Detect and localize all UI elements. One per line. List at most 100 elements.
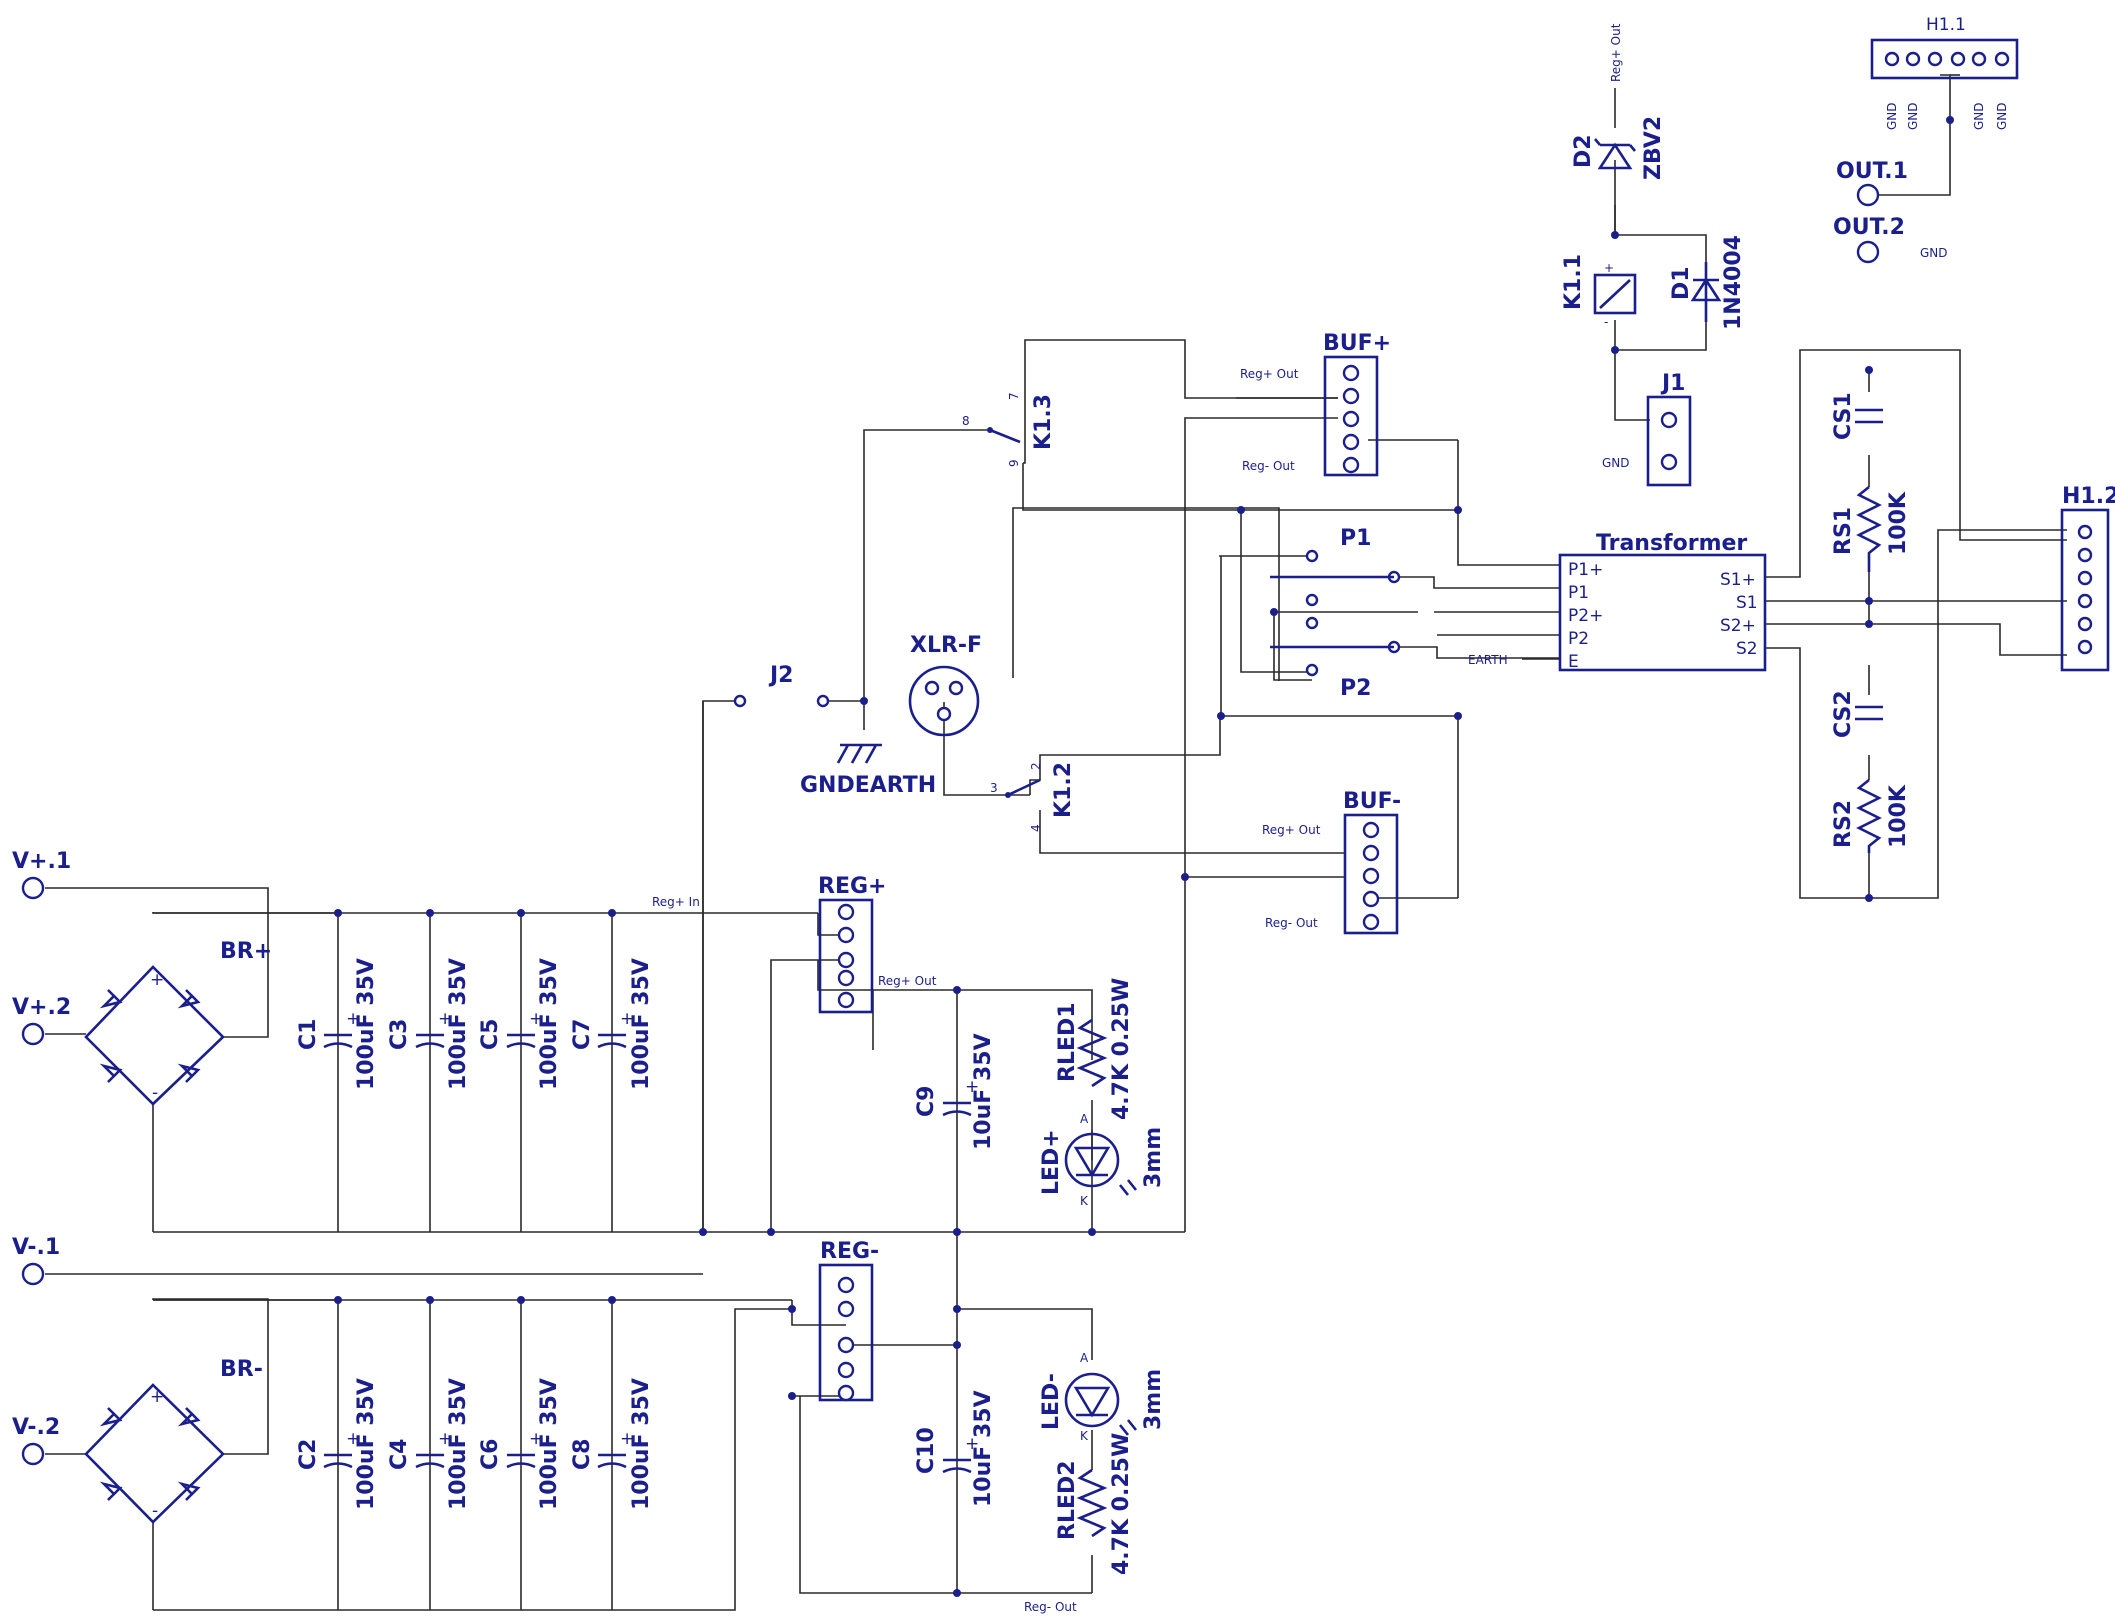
- snubber-1: CS1 RS1 100K: [1831, 392, 1911, 572]
- net-reg-neg-out: Reg- Out: [1024, 1600, 1077, 1614]
- svg-text:+: +: [529, 1009, 543, 1029]
- svg-text:K1.1: K1.1: [1561, 254, 1586, 310]
- svg-text:C5: C5: [478, 1019, 503, 1050]
- snubber-2: CS2 RS2 100K: [1831, 690, 1911, 853]
- capacitor-c2: + C2 100uF 35V: [296, 1378, 379, 1510]
- resistor-rled2: RLED2 4.7K 0.25W: [1055, 1433, 1134, 1575]
- label-reg-pos: REG+: [818, 874, 886, 899]
- svg-text:+: +: [620, 1009, 634, 1029]
- svg-text:A: A: [1080, 1112, 1089, 1126]
- terminal-out1: OUT.1: [1836, 159, 1908, 207]
- svg-text:Reg+ Out: Reg+ Out: [1240, 367, 1299, 381]
- svg-text:+: +: [965, 1077, 979, 1097]
- svg-text:2: 2: [1029, 762, 1043, 770]
- svg-text:S2: S2: [1736, 639, 1758, 659]
- svg-text:OUT.1: OUT.1: [1836, 159, 1908, 184]
- label-vpos1: V+.1: [12, 849, 71, 874]
- capacitor-c5: + C5 100uF 35V: [478, 958, 562, 1090]
- svg-text:+: +: [346, 1429, 360, 1449]
- svg-text:K1.2: K1.2: [1051, 762, 1076, 818]
- svg-text:9: 9: [1007, 459, 1021, 467]
- svg-text:OUT.2: OUT.2: [1833, 215, 1905, 240]
- connector-buf-pos: BUF+ Reg+ Out Reg- Out: [1240, 331, 1391, 477]
- svg-text:RS1: RS1: [1831, 507, 1856, 555]
- svg-text:100uF 35V: 100uF 35V: [354, 1378, 379, 1510]
- svg-text:GND: GND: [1906, 102, 1920, 130]
- bridge-neg-plus: +: [150, 1387, 164, 1407]
- svg-text:C7: C7: [570, 1019, 595, 1050]
- filter-caps-neg: + C2 100uF 35V + C4 100uF 35V + C6 100uF…: [296, 1378, 654, 1510]
- svg-text:C4: C4: [387, 1439, 412, 1470]
- svg-text:Reg- Out: Reg- Out: [1265, 916, 1318, 930]
- svg-text:C10: C10: [914, 1427, 939, 1474]
- relay-coil-k11: K1.1 + -: [1561, 254, 1637, 329]
- relay-switch-k12: 2 3 4 K1.2: [990, 762, 1076, 832]
- svg-text:4: 4: [1029, 824, 1043, 832]
- svg-text:LED-: LED-: [1039, 1373, 1064, 1430]
- svg-text:100uF 35V: 100uF 35V: [446, 1378, 471, 1510]
- svg-text:S1+: S1+: [1720, 570, 1756, 590]
- svg-text:100uF 35V: 100uF 35V: [354, 958, 379, 1090]
- svg-text:3mm: 3mm: [1141, 1369, 1166, 1430]
- svg-text:H1.2: H1.2: [2062, 484, 2115, 509]
- connector-h11: H1.1 GND GND GND GND: [1870, 15, 2019, 130]
- svg-text:BUF+: BUF+: [1323, 331, 1391, 356]
- svg-text:100K: 100K: [1886, 491, 1911, 555]
- switch-p2: P2: [1270, 616, 1401, 701]
- filter-caps-pos: + C1 100uF 35V + C3 100uF 35V + C5 100uF…: [296, 958, 654, 1090]
- svg-text:4.7K 0.25W: 4.7K 0.25W: [1109, 1433, 1134, 1575]
- svg-text:+: +: [1604, 261, 1614, 275]
- svg-text:C3: C3: [387, 1019, 412, 1050]
- connector-j1: J1 GND: [1602, 371, 1692, 487]
- diode-d1: D1 1N4004: [1669, 235, 1746, 330]
- svg-text:100uF 35V: 100uF 35V: [446, 958, 471, 1090]
- label-reg-neg: REG-: [820, 1239, 879, 1264]
- svg-text:CS2: CS2: [1831, 690, 1856, 738]
- svg-text:+: +: [965, 1434, 979, 1454]
- svg-text:+: +: [438, 1009, 452, 1029]
- svg-text:J1: J1: [1660, 371, 1686, 396]
- svg-text:Reg+ Out: Reg+ Out: [1609, 23, 1623, 82]
- svg-text:C8: C8: [570, 1439, 595, 1470]
- bridge-pos-plus: +: [150, 970, 164, 990]
- svg-text:J2: J2: [768, 663, 794, 688]
- svg-text:100uF 35V: 100uF 35V: [537, 958, 562, 1090]
- svg-text:+: +: [529, 1429, 543, 1449]
- svg-text:D1: D1: [1669, 266, 1694, 300]
- terminal-vpos2: [21, 1022, 45, 1046]
- regulator-reg-pos: REG+ Reg+ In Reg+ Out: [652, 874, 937, 1014]
- terminal-out2: OUT.2 GND: [1833, 215, 1948, 264]
- bridge-rectifier-pos: + - BR+: [84, 939, 272, 1106]
- led-neg: LED- 3mm A K: [1039, 1351, 1166, 1443]
- svg-text:GND: GND: [1920, 246, 1948, 260]
- connector-buf-neg: BUF- Reg+ Out Reg- Out: [1262, 789, 1401, 935]
- svg-text:100uF 35V: 100uF 35V: [629, 1378, 654, 1510]
- regulator-reg-neg: REG- Reg- Out: [818, 1239, 1077, 1614]
- svg-text:GNDEARTH: GNDEARTH: [800, 773, 936, 798]
- resistor-rled1: RLED1 4.7K 0.25W: [1055, 978, 1134, 1120]
- capacitor-c10: + C10 10uF 35V: [914, 1390, 996, 1507]
- svg-text:GND: GND: [1602, 456, 1630, 470]
- svg-text:K: K: [1080, 1429, 1089, 1443]
- svg-text:P2+: P2+: [1568, 606, 1603, 626]
- capacitor-c6: + C6 100uF 35V: [478, 1378, 562, 1510]
- svg-text:100uF 35V: 100uF 35V: [537, 1378, 562, 1510]
- switch-p1: P1: [1270, 526, 1401, 607]
- svg-text:BUF-: BUF-: [1343, 789, 1401, 814]
- svg-text:K1.3: K1.3: [1031, 394, 1056, 450]
- svg-text:RS2: RS2: [1831, 800, 1856, 848]
- svg-text:P1: P1: [1568, 583, 1589, 603]
- net-earth: EARTH: [1468, 653, 1508, 667]
- svg-text:S2+: S2+: [1720, 616, 1756, 636]
- svg-text:C9: C9: [914, 1086, 939, 1117]
- connector-xlr: XLR-F: [908, 633, 982, 737]
- svg-text:GND: GND: [1972, 102, 1986, 130]
- bridge-pos-minus: -: [152, 1083, 158, 1103]
- svg-text:E: E: [1568, 652, 1579, 672]
- svg-text:Reg+ Out: Reg+ Out: [1262, 823, 1321, 837]
- svg-text:+: +: [346, 1009, 360, 1029]
- svg-text:4.7K 0.25W: 4.7K 0.25W: [1109, 978, 1134, 1120]
- label-vneg1: V-.1: [12, 1235, 60, 1260]
- transformer: Transformer P1+ P1 P2+ P2 E S1+ S1 S2+ S…: [1468, 531, 1767, 672]
- svg-text:GND: GND: [1885, 102, 1899, 130]
